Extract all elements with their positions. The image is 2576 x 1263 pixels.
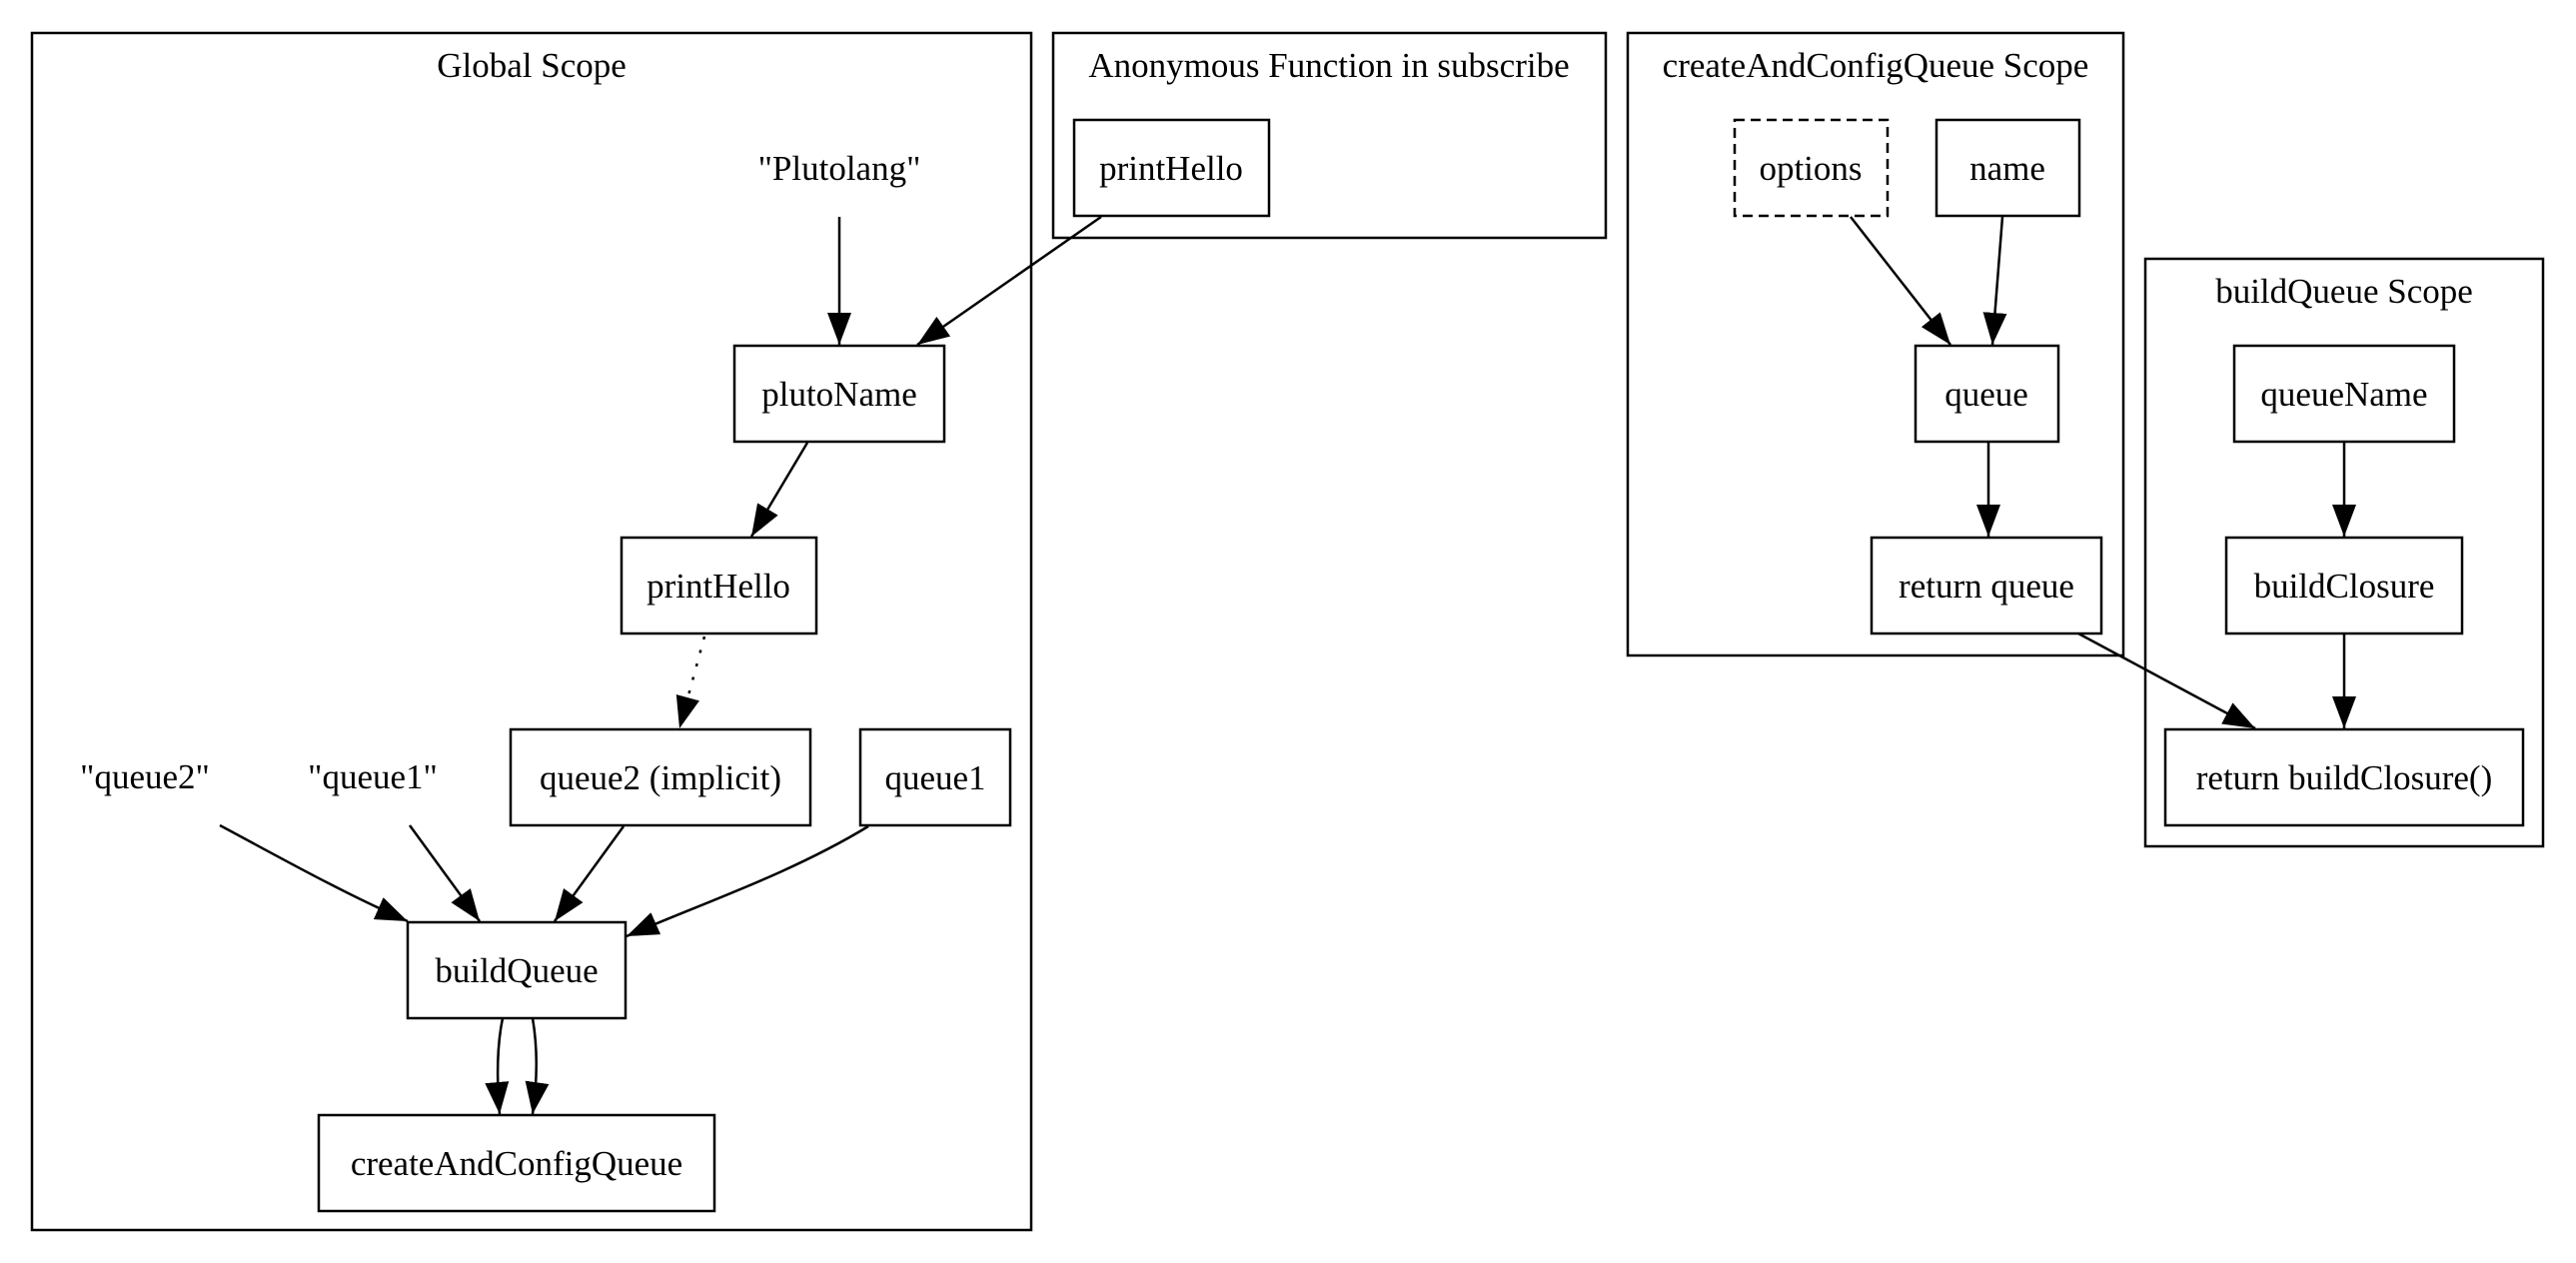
node-plutoname-label: plutoName [761, 375, 917, 414]
nodes: "Plutolang" plutoName printHello "queue2… [80, 118, 2525, 1213]
global-scope: Global Scope [30, 31, 1033, 1232]
node-printhello-anon-label: printHello [1099, 149, 1243, 188]
node-queue1-box [858, 727, 1012, 827]
node-createandconfigqueue-label: createAndConfigQueue [351, 1144, 682, 1183]
node-buildclosure-label: buildClosure [2254, 567, 2435, 606]
build-queue-scope-border [2143, 257, 2545, 848]
edge-buildqueue-to-createandconfigqueue-2 [525, 1017, 550, 1115]
node-queuename-label: queueName [2260, 375, 2427, 414]
global-scope-border [30, 31, 1033, 1232]
create-and-config-queue-scope-border [1626, 31, 2125, 657]
node-name-label: name [1969, 149, 2045, 188]
node-queuename-box [2232, 344, 2456, 444]
node-buildclosure: buildClosure [2224, 536, 2464, 635]
node-printhello-global: printHello [620, 536, 818, 635]
edges [219, 215, 2356, 1115]
node-options: options [1733, 118, 1890, 218]
node-printhello-global-label: printHello [646, 567, 790, 606]
create-and-config-queue-scope: createAndConfigQueue Scope [1626, 31, 2125, 657]
node-queue2-implicit: queue2 (implicit) [509, 727, 812, 827]
edge-return-queue-to-return-buildclosure [2077, 632, 2256, 730]
node-return-queue-label: return queue [1899, 567, 2074, 606]
node-plutoname: plutoName [732, 344, 946, 444]
node-queue: queue [1914, 344, 2060, 444]
global-scope-title: Global Scope [437, 46, 627, 85]
build-queue-scope: buildQueue Scope [2143, 257, 2545, 848]
edge-queue1-to-buildqueue [626, 824, 869, 938]
node-queue2-literal: "queue2" [80, 757, 210, 796]
anonymous-function-scope: Anonymous Function in subscribe [1051, 31, 1608, 240]
node-name: name [1934, 118, 2081, 218]
anonymous-function-scope-border [1051, 31, 1608, 240]
edge-queue2-implicit-to-buildqueue [553, 825, 626, 922]
edge-queue2-literal-to-buildqueue [219, 823, 409, 923]
node-plutoname-box [732, 344, 946, 444]
node-return-queue: return queue [1870, 536, 2103, 635]
node-buildqueue: buildQueue [406, 920, 628, 1020]
edge-name-to-queue [1982, 216, 2007, 346]
node-queue-label: queue [1944, 375, 2028, 414]
node-printhello-anon: printHello [1072, 118, 1271, 218]
node-printhello-anon-box [1072, 118, 1271, 218]
node-queue-box [1914, 344, 2060, 444]
edge-printhello-to-queue2-implicit [675, 635, 706, 729]
node-options-label: options [1759, 149, 1862, 188]
node-printhello-global-box [620, 536, 818, 635]
edge-anon-printhello-to-plutoname [916, 215, 1102, 347]
create-and-config-queue-scope-title: createAndConfigQueue Scope [1663, 46, 2089, 85]
node-return-buildclosure-label: return buildClosure() [2196, 758, 2492, 797]
node-queuename: queueName [2232, 344, 2456, 444]
node-buildqueue-box [406, 920, 628, 1020]
node-createandconfigqueue-box [317, 1113, 716, 1213]
edge-options-to-queue [1850, 216, 1951, 346]
edge-buildqueue-to-createandconfigqueue-1 [485, 1017, 510, 1115]
node-queue2-implicit-label: queue2 (implicit) [540, 758, 781, 797]
node-queue1-literal: "queue1" [308, 757, 438, 796]
node-return-queue-box [1870, 536, 2103, 635]
node-return-buildclosure: return buildClosure() [2163, 727, 2525, 827]
node-queue1-label: queue1 [884, 758, 985, 797]
node-createandconfigqueue: createAndConfigQueue [317, 1113, 716, 1213]
anonymous-function-scope-title: Anonymous Function in subscribe [1088, 46, 1569, 85]
node-plutolang-literal: "Plutolang" [758, 149, 921, 188]
node-name-box [1934, 118, 2081, 218]
edge-plutoname-to-printhello [749, 442, 809, 538]
node-queue1: queue1 [858, 727, 1012, 827]
node-return-buildclosure-box [2163, 727, 2525, 827]
edge-queue1-literal-to-buildqueue [408, 824, 482, 922]
node-queue2-implicit-box [509, 727, 812, 827]
node-options-box [1733, 118, 1890, 218]
build-queue-scope-title: buildQueue Scope [2215, 272, 2473, 311]
node-buildclosure-box [2224, 536, 2464, 635]
node-buildqueue-label: buildQueue [435, 951, 598, 990]
